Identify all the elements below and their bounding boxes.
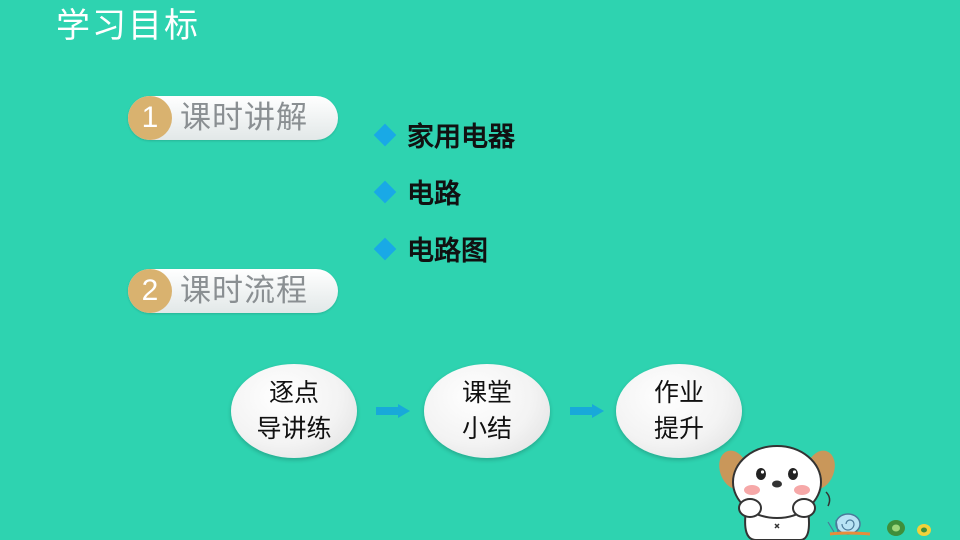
diamond-icon <box>373 237 397 260</box>
bullet-list: 家用电器 电路 电路图 <box>373 106 515 277</box>
bullet-text: 电路图 <box>407 236 488 267</box>
section-pill-2: 2 课时流程 <box>128 269 338 313</box>
page-title: 学习目标 <box>56 6 200 46</box>
bullet-item: 电路图 <box>373 220 515 277</box>
section-number-2: 2 <box>128 269 172 313</box>
flow-node-line: 小结 <box>461 414 512 443</box>
arrow-right-icon <box>376 404 410 418</box>
section-label-1: 课时讲解 <box>180 100 308 136</box>
flow-node-3: 作业 提升 <box>616 364 742 458</box>
flow-node-line: 逐点 <box>268 378 319 407</box>
section-label-2: 课时流程 <box>180 273 308 309</box>
section-number-1: 1 <box>128 96 172 140</box>
diamond-icon <box>373 123 397 146</box>
flow-node-2: 课堂 小结 <box>424 364 550 458</box>
arrow-right-icon <box>570 404 604 418</box>
flow-node-1: 逐点 导讲练 <box>231 364 357 458</box>
diamond-icon <box>373 180 397 203</box>
bullet-item: 电路 <box>373 163 515 220</box>
bullet-text: 家用电器 <box>407 122 515 153</box>
flow-node-line: 课堂 <box>461 378 512 407</box>
dog-mascot-icon <box>719 445 835 540</box>
bullet-item: 家用电器 <box>373 106 515 163</box>
section-pill-1: 1 课时讲解 <box>128 96 338 140</box>
flow-node-line: 导讲练 <box>256 414 332 443</box>
bullet-text: 电路 <box>407 179 461 210</box>
flow-node-line: 提升 <box>653 414 704 443</box>
flow-node-line: 作业 <box>653 378 704 407</box>
snail-icon <box>827 513 931 536</box>
